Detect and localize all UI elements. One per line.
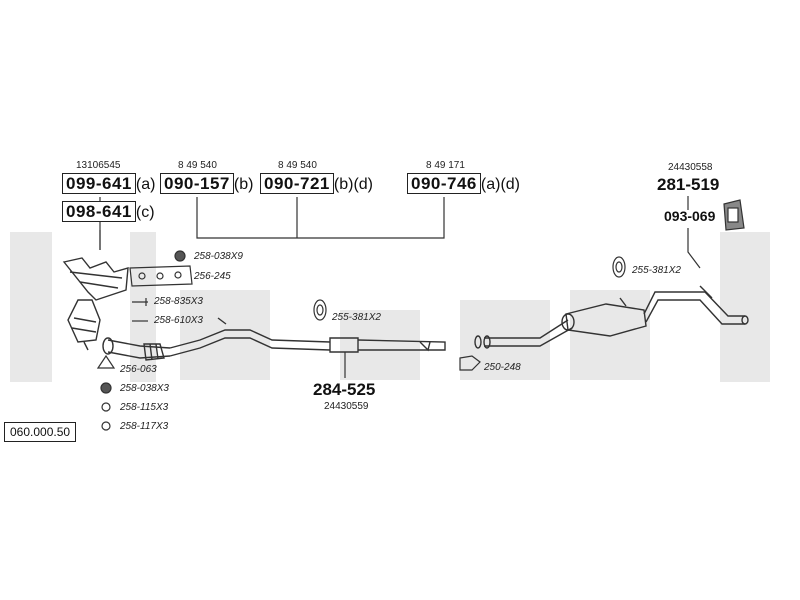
rubber-mount [723,199,745,231]
part-281-519[interactable]: 281-519 [657,175,720,194]
front-pipe [102,317,331,361]
oe-ref-4: 8 49 171 [426,160,465,171]
oe-ref-284-525: 24430559 [324,401,369,412]
accessory-label[interactable]: 258-117X3 [120,421,169,432]
part-093-069[interactable]: 093-069 [664,208,716,224]
part-284-525[interactable]: 284-525 [313,380,376,399]
heat-shield [129,265,193,287]
part-suffix: (c) [135,204,155,221]
manifold-catalyst [62,257,129,351]
accessory-label[interactable]: 258-835X3 [154,296,203,307]
part-number[interactable]: 090-721 [260,173,334,194]
rear-silencer [561,297,647,337]
part-098-641[interactable]: 098-641(c) [62,201,155,224]
leader-lines [99,196,701,378]
oe-ref-2: 8 49 540 [178,160,217,171]
oe-ref-3: 8 49 540 [278,160,317,171]
part-090-157[interactable]: 090-157(b) [160,173,254,196]
diagram-code: 060.000.50 [4,422,77,442]
part-number[interactable]: 090-157 [160,173,234,194]
part-suffix: (b) [233,176,254,193]
accessory-label[interactable]: 256-063 [120,364,157,375]
tail-pipe [643,285,749,325]
oe-ref-1: 13106545 [76,160,121,171]
accessory-label[interactable]: 255-381X2 [332,312,381,323]
part-090-746[interactable]: 090-746(a)(d) [407,173,520,196]
part-number[interactable]: 099-641 [62,173,136,194]
accessory-icons [96,250,626,431]
part-suffix: (a) [135,176,156,193]
accessory-label[interactable]: 255-381X2 [632,265,681,276]
accessory-label[interactable]: 258-038X9 [194,251,243,262]
part-090-721[interactable]: 090-721(b)(d) [260,173,373,196]
watermark [10,232,770,382]
rear-pipe [474,319,573,349]
part-suffix: (a)(d) [480,176,520,193]
accessory-label[interactable]: 258-038X3 [120,383,169,394]
accessory-label[interactable]: 258-610X3 [154,315,203,326]
part-number[interactable]: 098-641 [62,201,136,222]
part-suffix: (b)(d) [333,176,373,193]
part-099-641[interactable]: 099-641(a) [62,173,156,196]
accessory-label[interactable]: 258-115X3 [120,402,169,413]
accessory-label[interactable]: 256-245 [194,271,231,282]
part-number[interactable]: 090-746 [407,173,481,194]
center-silencer [329,337,446,353]
accessory-label[interactable]: 250-248 [484,362,521,373]
oe-ref-5: 24430558 [668,162,713,173]
